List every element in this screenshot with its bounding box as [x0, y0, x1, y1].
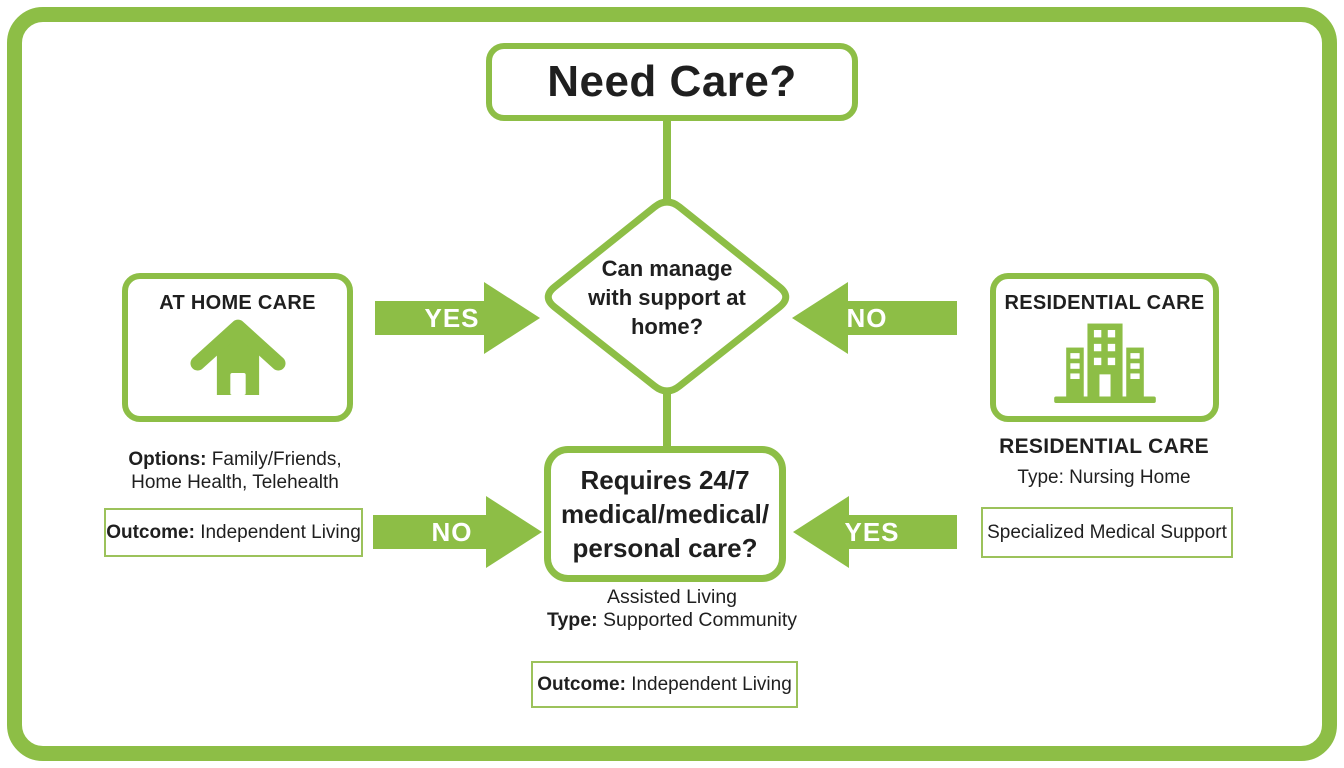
start-label: Need Care? [547, 57, 797, 106]
no-arrow-label-247: NO [431, 516, 473, 547]
residential-care-details: RESIDENTIAL CARE Type: Nursing Home [974, 435, 1234, 489]
outcome-value: Independent Living [200, 521, 361, 543]
residential-care-subtitle: RESIDENTIAL CARE [999, 435, 1209, 458]
yes-arrow-label-247: YES [844, 516, 900, 547]
options-value-line2: Home Health, Telehealth [131, 472, 339, 493]
decision-line: with support at [588, 285, 746, 310]
house-icon [189, 318, 286, 406]
assisted-type-value: Supported Community [602, 609, 797, 631]
home-care-options: Options: Family/Friends, Home Health, Te… [85, 448, 385, 494]
yes-arrow-to-diamond [375, 282, 540, 354]
decision-247-line: medical/medical/ [560, 499, 770, 529]
no-arrow-to-247 [373, 496, 542, 568]
start-node: Need Care? [486, 43, 858, 121]
decision-247-node: Requires 24/7 medical/medical/ personal … [544, 446, 786, 582]
home-outcome-box: Outcome: Independent Living [104, 508, 363, 557]
outcome-label: Outcome: [106, 521, 195, 543]
decision-line: Can manage [601, 256, 733, 281]
decision-line: home? [630, 314, 704, 339]
residential-care-type: Type: Nursing Home [1017, 467, 1191, 488]
no-arrow-to-diamond [792, 282, 957, 354]
decision-247-line: personal care? [572, 533, 758, 563]
options-label: Options: [128, 449, 207, 470]
outer-frame [7, 7, 1337, 761]
yes-arrow-label: YES [424, 302, 480, 333]
residential-care-title: RESIDENTIAL CARE [1004, 292, 1205, 314]
final-outcome-label: Outcome: [537, 673, 626, 695]
final-outcome-box: Outcome: Independent Living [531, 661, 798, 708]
assisted-type-label: Type: [547, 609, 598, 631]
assisted-living-details: Assisted Living Type: Supported Communit… [532, 586, 812, 632]
decision-diamond-shape [544, 198, 790, 395]
home-care-title: AT HOME CARE [159, 292, 316, 314]
building-icon [1053, 318, 1156, 408]
specialized-support-box: Specialized Medical Support [981, 507, 1233, 558]
specialized-support-label: Specialized Medical Support [987, 521, 1227, 543]
no-arrow-label: NO [846, 302, 888, 333]
assisted-living-line: Assisted Living [606, 586, 738, 608]
home-care-node: AT HOME CARE [122, 273, 353, 422]
options-value: Family/Friends, [211, 449, 342, 470]
decision-247-line: Requires 24/7 [580, 465, 750, 495]
yes-arrow-to-247 [793, 496, 957, 568]
decision-diamond-text: Can manage with support at home? [557, 254, 777, 341]
final-outcome-value: Independent Living [631, 673, 792, 695]
residential-care-node: RESIDENTIAL CARE [990, 273, 1219, 422]
